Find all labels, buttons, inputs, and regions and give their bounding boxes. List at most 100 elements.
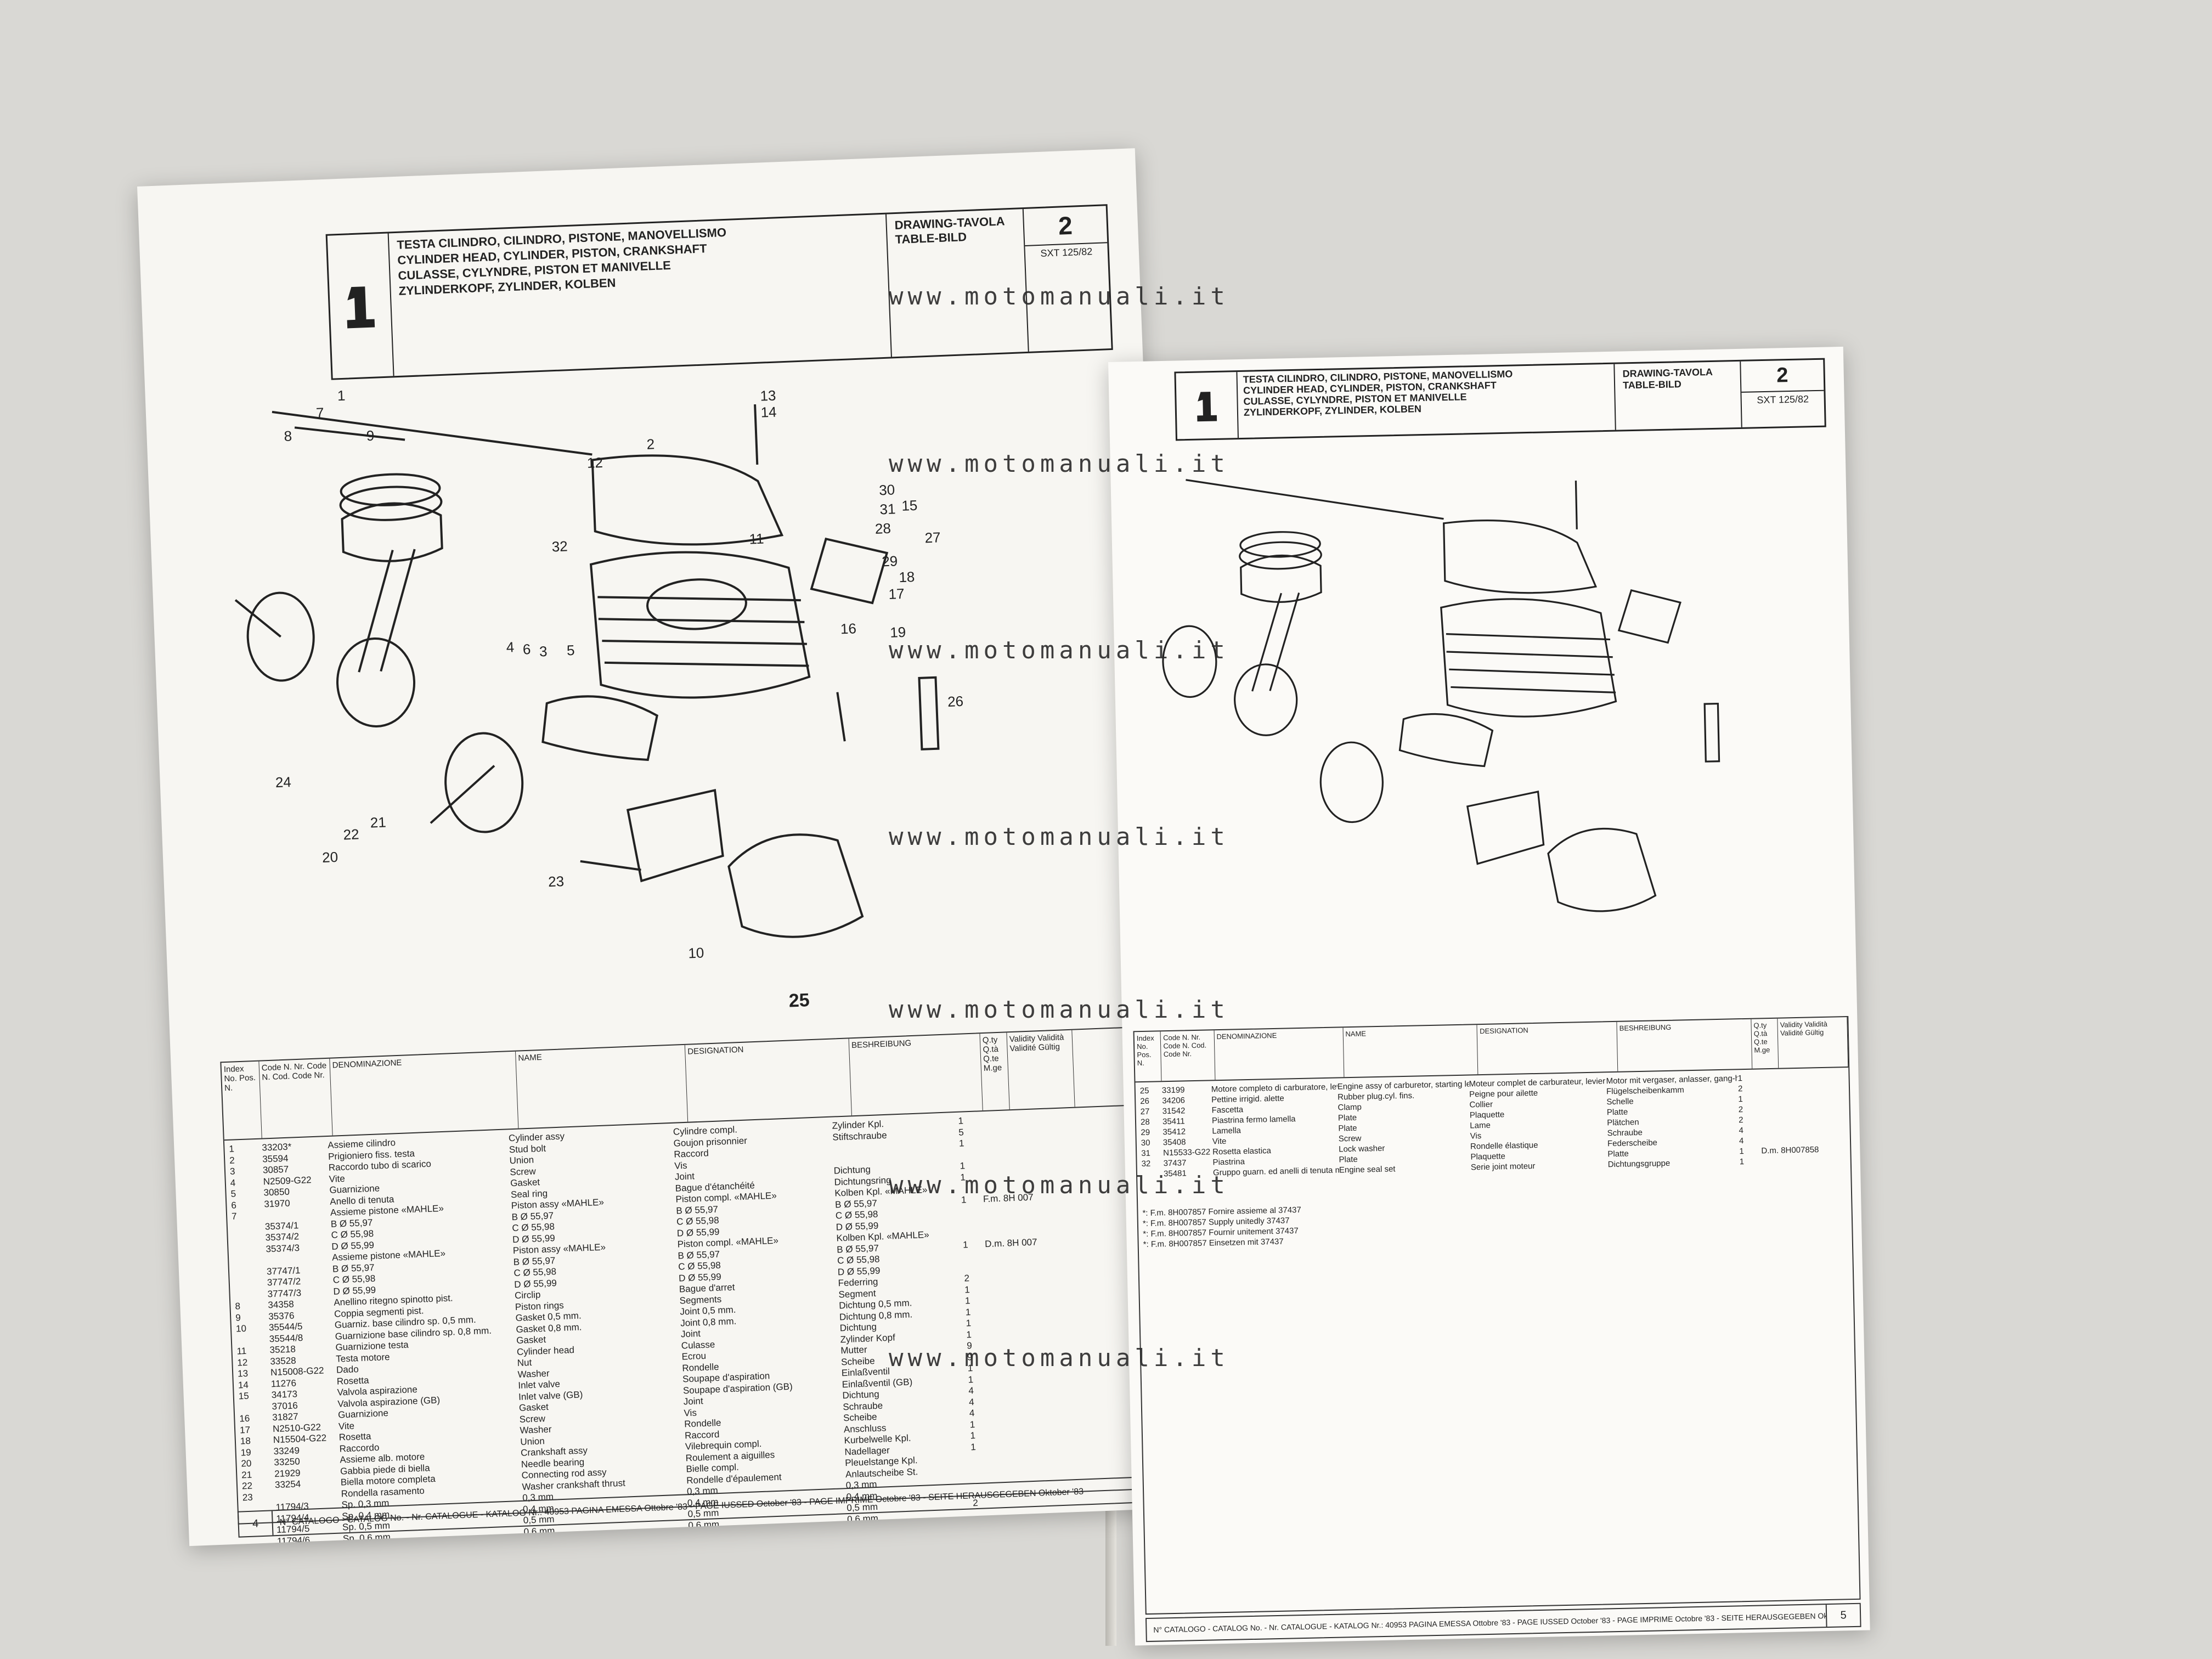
table-cell: 9	[235, 1312, 241, 1323]
table-cell: 30	[1141, 1138, 1150, 1148]
engine-exploded-view	[1162, 479, 1720, 912]
page-header: TESTA CILINDRO, CILINDRO, PISTONE, MANOV…	[1174, 358, 1826, 441]
table-cell: 4	[1739, 1136, 1744, 1146]
callout-12: 12	[586, 454, 603, 471]
callout-1: 1	[337, 387, 346, 404]
table-cell: 18	[240, 1435, 251, 1447]
watermark: www.motomanuali.it	[889, 823, 1229, 851]
drawing-number-value: 2	[1776, 364, 1788, 387]
col-denominazione: DENOMINAZIONE	[1214, 1028, 1345, 1080]
table-cell: 1	[966, 1318, 972, 1329]
table-cell: 1	[229, 1143, 235, 1154]
table-cell: 1	[1739, 1147, 1744, 1156]
table-cell: 10	[235, 1323, 247, 1334]
table-cell: 13	[237, 1368, 249, 1379]
footnotes: *: F.m. 8H007857 Fornire assieme al 3743…	[1138, 1190, 1852, 1253]
col-designation: DESIGNATION	[685, 1039, 852, 1122]
table-cell: 15	[238, 1390, 250, 1402]
table-cell	[236, 1334, 269, 1346]
table-cell	[973, 1508, 996, 1520]
table-cell: 37437	[1163, 1158, 1187, 1169]
col-index: Index No. Pos. N.	[1134, 1031, 1162, 1082]
table-cell: 5	[958, 1126, 964, 1138]
page-number: 5	[1825, 1604, 1860, 1627]
table-cell: 34206	[1162, 1096, 1186, 1106]
callout-15: 15	[901, 496, 918, 514]
table-cell: 7	[231, 1211, 238, 1222]
page-header: TESTA CILINDRO, CILINDRO, PISTONE, MANOV…	[325, 204, 1113, 380]
callout-5: 5	[566, 642, 575, 659]
table-cell: 5	[230, 1188, 236, 1199]
table-cell: Anlautscheibe	[847, 1523, 907, 1536]
table-cell: 2	[1737, 1084, 1743, 1094]
table-cell	[233, 1255, 267, 1267]
brand-logo-icon	[1176, 372, 1239, 439]
col-denominazione: DENOMINAZIONE	[330, 1051, 519, 1136]
table-cell	[959, 1149, 981, 1161]
drawing-code: SXT 125/82	[1741, 390, 1824, 407]
table-cell: 4	[230, 1177, 236, 1188]
table-cell: 4	[968, 1396, 974, 1407]
callout-18: 18	[898, 568, 915, 586]
parts-table-left: Index No. Pos. N. Code N. Nr. Code N. Co…	[220, 1026, 1145, 1546]
watermark: www.motomanuali.it	[889, 996, 1229, 1024]
table-cell: 1	[970, 1430, 976, 1441]
table-cell: Engine seal set	[1339, 1164, 1396, 1175]
table-cell	[972, 1463, 994, 1475]
table-cell	[239, 1401, 272, 1414]
callout-16: 16	[840, 620, 857, 637]
watermark: www.motomanuali.it	[889, 450, 1229, 478]
col-code: Code N. Nr. Code N. Cod. Code Nr.	[259, 1058, 333, 1138]
table-cell: 11	[236, 1345, 247, 1357]
drawing-code: SXT 125/82	[1025, 242, 1108, 260]
callout-6: 6	[522, 641, 531, 658]
table-cell: 1	[960, 1160, 966, 1171]
col-beshreibung: BESHREIBUNG	[849, 1034, 983, 1116]
col-name: NAME	[1343, 1025, 1479, 1077]
table-cell: D.m. 8H007858	[1761, 1145, 1819, 1156]
table-cell: 33199	[1161, 1085, 1185, 1096]
table-cell: 19	[240, 1447, 251, 1458]
table-cell: 32	[1141, 1159, 1151, 1169]
table-cell: 4	[968, 1385, 974, 1396]
col-qty: Q.ty Q.tà Q.te M.ge	[1751, 1018, 1779, 1069]
table-cell: 28	[1140, 1117, 1150, 1127]
callout-25: 25	[788, 990, 810, 1012]
table-cell: 31542	[1162, 1106, 1186, 1116]
callout-8: 8	[284, 427, 292, 445]
catalog-book: TESTA CILINDRO, CILINDRO, PISTONE, MANOV…	[137, 137, 1870, 1646]
table-cell	[971, 1452, 994, 1464]
callout-17: 17	[888, 585, 905, 602]
callout-14: 14	[760, 403, 777, 421]
table-cell: 32231	[277, 1544, 343, 1546]
table-cell	[1760, 1082, 1826, 1094]
page-number: 4	[238, 1511, 274, 1537]
table-cell: 2	[1738, 1105, 1743, 1115]
table-cell	[1761, 1134, 1827, 1146]
table-cell: 35408	[1163, 1137, 1186, 1148]
header-titles: TESTA CILINDRO, CILINDRO, PISTONE, MANOV…	[388, 214, 892, 376]
table-cell: 1	[968, 1374, 974, 1385]
callout-10: 10	[687, 944, 704, 962]
col-qty: Q.ty Q.tà Q.te M.ge	[980, 1032, 1010, 1111]
table-cell: Serie joint moteur	[1470, 1161, 1536, 1172]
table-cell: 1	[969, 1419, 975, 1430]
table-cell	[232, 1232, 266, 1245]
table-cell: 14	[238, 1379, 249, 1391]
table-cell: 35412	[1163, 1127, 1186, 1137]
drawing-number-value: 2	[1058, 211, 1073, 240]
callout-13: 13	[759, 387, 776, 404]
callout-11: 11	[748, 530, 765, 548]
table-cell: 22	[241, 1480, 253, 1492]
exploded-engine-diagram: 1 2 3 4 5 6 7 8 9 10 11 12 13 14 15 16 1…	[206, 360, 1086, 1051]
header-titles: TESTA CILINDRO, CILINDRO, PISTONE, MANOV…	[1237, 364, 1616, 438]
table-cell: 21	[241, 1469, 252, 1480]
table-cell: 4	[969, 1408, 975, 1419]
table-cell: 25	[1139, 1086, 1149, 1096]
callout-24: 24	[275, 774, 292, 791]
table-cell: 1	[964, 1284, 970, 1295]
table-cell: 12	[237, 1357, 248, 1368]
drawing-label: DRAWING-TAVOLA TABLE-BILD	[1615, 361, 1742, 430]
table-cell: Rondelle d'épaulement	[688, 1527, 784, 1542]
